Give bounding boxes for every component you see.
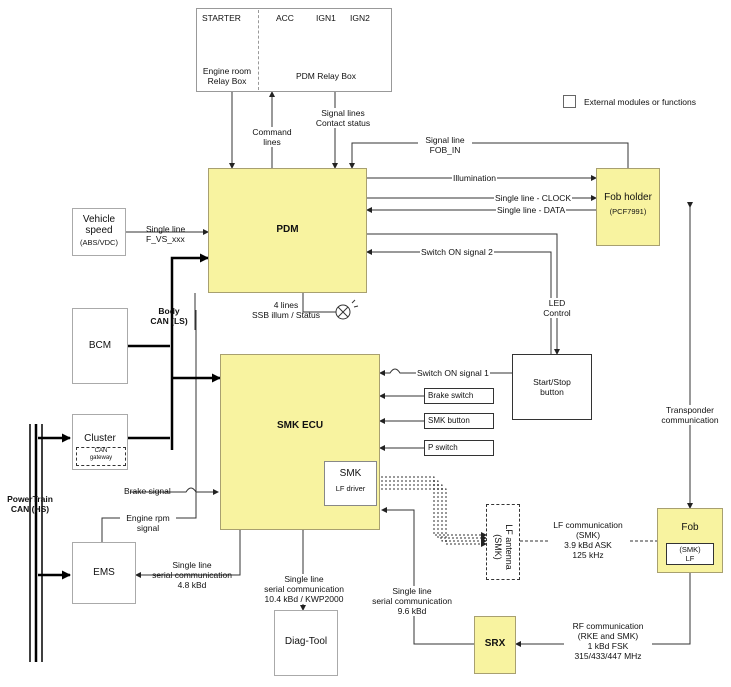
pdm-module [208, 168, 367, 293]
lf-antenna [486, 504, 520, 580]
start-stop-button-module [512, 354, 592, 420]
p-switch-box [424, 440, 494, 456]
fob-holder-chip-label: (PCF7991) [609, 207, 647, 216]
vehicle-speed-module [72, 208, 126, 256]
fob-lf-box [666, 543, 714, 565]
legend-swatch [563, 95, 576, 108]
p-switch-label: P switch [428, 443, 458, 452]
srx-module [474, 616, 516, 674]
diag-tool-label: Diag-Tool [284, 636, 328, 647]
ems-label: EMS [93, 567, 115, 578]
smk-ecu-label: SMK ECU [276, 420, 324, 431]
lf-driver-label: LF driver [335, 484, 366, 493]
bcm-label: BCM [88, 340, 112, 351]
fob-holder-label: Fob holder [604, 192, 652, 203]
smk-lf-label: SMK [339, 468, 362, 479]
can-gateway [76, 447, 126, 466]
lf-antenna-label: LF antenna(SMK) [493, 524, 514, 570]
ign2-label: IGN2 [350, 13, 370, 23]
brake-signal-label: Brake signal [124, 486, 171, 496]
ems-module [72, 542, 136, 604]
bcm-module [72, 308, 128, 384]
legend-label: External modules or functions [584, 97, 696, 107]
brake-switch-label: Brake switch [428, 391, 474, 400]
smk-button-label: SMK button [428, 416, 470, 425]
lamp-icon [335, 299, 359, 320]
data-label: Single line - DATA [496, 205, 567, 215]
relay-divider [258, 10, 259, 90]
ign1-label: IGN1 [316, 13, 336, 23]
cluster-label: Cluster [84, 433, 116, 444]
clock-label: Single line - CLOCK [494, 193, 573, 203]
fob-label: Fob [681, 522, 699, 533]
diag-tool-module [274, 610, 338, 676]
smk-lf-driver [324, 461, 377, 506]
brake-switch-box [424, 388, 494, 404]
relay-box-group [196, 8, 392, 92]
pdm-label: PDM [276, 224, 299, 235]
switch-on-1-label: Switch ON signal 1 [416, 368, 490, 378]
pdm-relay-box-label: PDM Relay Box [296, 71, 356, 81]
smk-button-box [424, 413, 494, 429]
fob-lf-label: (SMK)LF [679, 545, 701, 563]
switch-on-2-label: Switch ON signal 2 [420, 247, 494, 257]
acc-label: ACC [276, 13, 294, 23]
starter-label: STARTER [202, 13, 241, 23]
vehicle-speed-source: (ABS/VDC) [80, 238, 118, 247]
illumination-label: Illumination [452, 173, 497, 183]
fob-holder-module [596, 168, 660, 246]
srx-label: SRX [484, 638, 506, 649]
